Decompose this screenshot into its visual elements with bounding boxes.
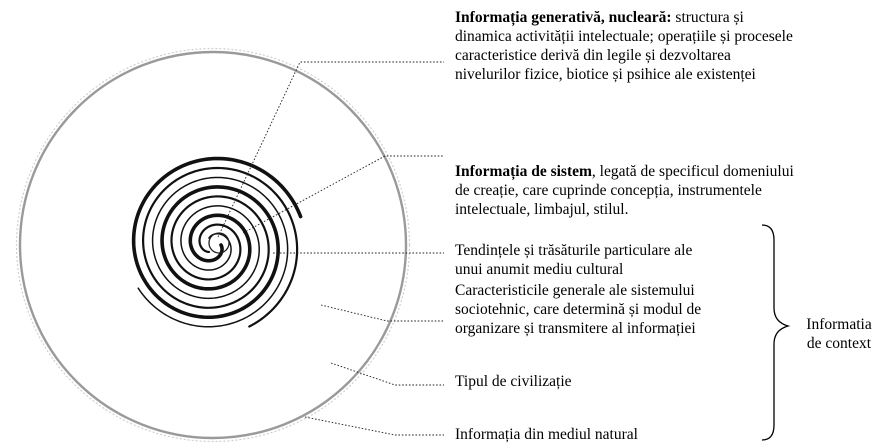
cultural-line-2: unui anumit mediu cultural xyxy=(455,261,624,278)
leader-lines xyxy=(217,61,444,436)
system-line-2: de creație, care cuprinde concepția, ins… xyxy=(455,182,762,199)
spiral-arm-1 xyxy=(131,156,303,320)
sociotech-line-3: organizare și transmitere al informației xyxy=(455,320,696,337)
leader-line-1 xyxy=(217,61,444,238)
spiral-arm-3 xyxy=(137,176,289,328)
leader-line-6 xyxy=(304,416,444,436)
label-sociotechnical-system: Caracteristicile generale ale sistemului… xyxy=(455,281,701,338)
cultural-line-1: Tendințele și trăsăturile particulare al… xyxy=(455,242,693,259)
spiral-core xyxy=(208,232,230,254)
generative-line-4: nivelurilor fizice, biotice și psihice a… xyxy=(455,66,756,83)
leader-line-4 xyxy=(320,304,444,322)
label-generative-information: Informația generativă, nucleară: structu… xyxy=(455,8,793,84)
label-civilization-type: Tipul de civilizație xyxy=(455,373,572,390)
label-cultural-environment: Tendințele și trăsăturile particulare al… xyxy=(455,241,692,279)
system-line-1: Informația de sistem, legată de specific… xyxy=(455,163,794,180)
label-context-information: Informatia de context xyxy=(794,315,884,353)
context-line-2: de context xyxy=(806,335,872,352)
system-line-3: intelectuale, limbajul, stilul. xyxy=(455,201,629,218)
context-brace xyxy=(761,224,791,441)
label-system-information: Informația de sistem, legată de specific… xyxy=(455,162,794,219)
spiral-arm-2 xyxy=(141,166,299,328)
context-line-1: Informatia xyxy=(806,316,872,333)
generative-line-3: caracteristice derivă din legile și dezv… xyxy=(455,47,731,64)
sociotech-line-2: sociotehnic, care determină și modul de xyxy=(455,301,702,318)
spiral-rings xyxy=(15,47,411,443)
sociotech-line-1: Caracteristicile generale ale sistemului xyxy=(455,282,695,299)
outer-ring xyxy=(18,50,408,440)
generative-line-1: Informația generativă, nucleară: structu… xyxy=(455,9,744,26)
generative-line-2: dinamica activității intelectuale; opera… xyxy=(455,28,793,45)
label-natural-environment: Informația din mediul natural xyxy=(455,426,638,443)
outer-ring-texture xyxy=(15,47,411,443)
leader-line-2 xyxy=(242,155,444,234)
